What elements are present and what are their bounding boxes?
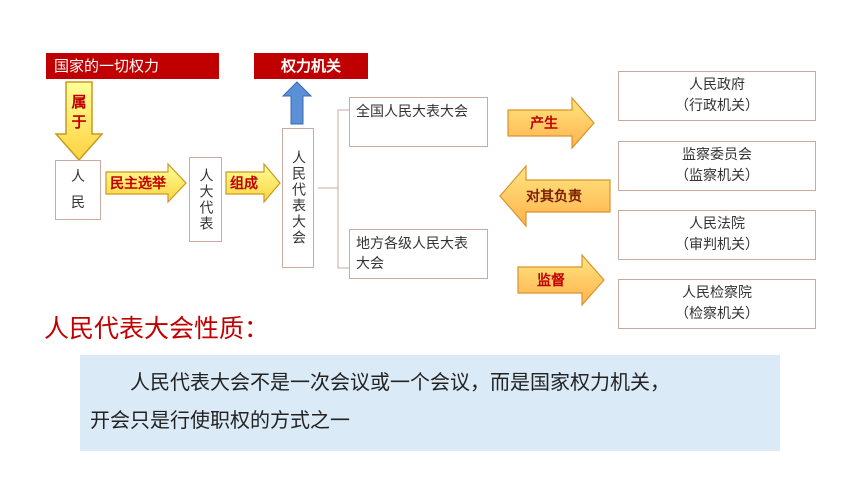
all-power-banner: 国家的一切权力: [46, 53, 219, 79]
bracket-line: [318, 109, 349, 269]
deputies-label: 人大代表: [197, 167, 214, 232]
organ-court: 人民法院 （审判机关）: [618, 210, 816, 260]
election-label: 民主选举: [110, 176, 166, 192]
election-arrow: [105, 162, 187, 204]
power-organ-banner: 权力机关: [254, 53, 368, 79]
organ-role: （检察机关）: [675, 306, 759, 322]
form-label: 组成: [230, 176, 258, 192]
organ-name: 人民检察院: [682, 285, 752, 301]
produce-label: 产生: [530, 116, 558, 132]
congress-label: 人民代表大会: [290, 150, 306, 246]
organ-name: 人民法院: [689, 216, 745, 232]
people-label: 人 民: [71, 169, 85, 211]
organ-government: 人民政府 （行政机关）: [618, 71, 816, 121]
supervise-label: 监督: [537, 273, 565, 289]
organ-name: 监察委员会: [682, 147, 752, 163]
national-congress-label: 全国人民大表大会: [356, 104, 468, 120]
supervise-arrow: [517, 253, 605, 307]
produce-arrow: [507, 96, 595, 150]
description-line-1: 人民代表大会不是一次会议或一个会议，而是国家权力机关，: [130, 370, 670, 394]
organ-role: （行政机关）: [675, 98, 759, 114]
responsible-label: 对其负责: [526, 189, 582, 205]
organ-supervisory-commission: 监察委员会 （监察机关）: [618, 141, 816, 191]
local-congress-box: 地方各级人民大表大会: [349, 229, 488, 279]
responsible-arrow: [499, 164, 611, 228]
congress-box: 人民代表大会: [282, 128, 314, 268]
local-congress-label: 地方各级人民大表大会: [356, 236, 468, 272]
people-box: 人 民: [55, 160, 101, 220]
description-box: 人民代表大会不是一次会议或一个会议，而是国家权力机关， 开会只是行使职权的方式之…: [80, 355, 780, 451]
organ-procuratorate: 人民检察院 （检察机关）: [618, 279, 816, 329]
belongs-down-arrow: [54, 81, 104, 162]
description-line-2: 开会只是行使职权的方式之一: [90, 408, 350, 432]
section-title: 人民代表大会性质：: [44, 314, 270, 343]
belongs-label: 属 于: [71, 93, 87, 131]
up-arrow: [281, 81, 313, 125]
form-arrow: [225, 162, 281, 204]
organ-role: （审判机关）: [675, 237, 759, 253]
organ-name: 人民政府: [689, 77, 745, 93]
deputies-box: 人大代表: [189, 157, 222, 242]
organ-role: （监察机关）: [675, 168, 759, 184]
national-congress-box: 全国人民大表大会: [349, 97, 488, 147]
